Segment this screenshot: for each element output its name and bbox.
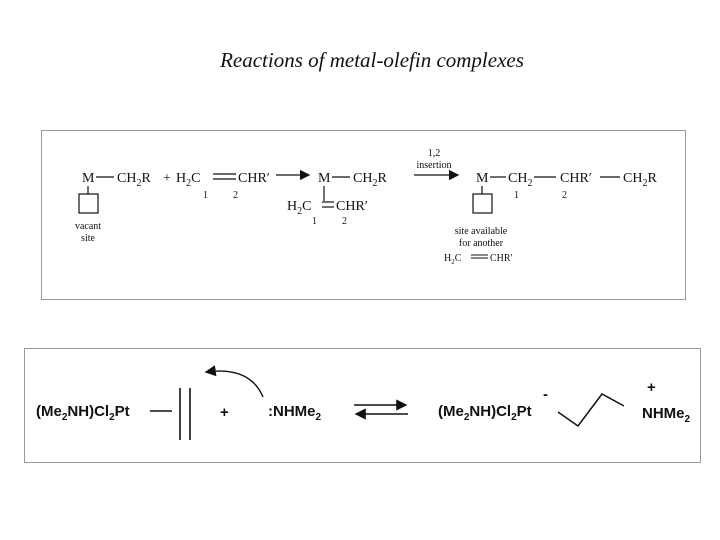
reactant-alkyl-group: CH2R [117, 171, 151, 189]
scheme2-plus: + [220, 404, 229, 421]
pt-reactant: (Me2NH)Cl2Pt [36, 403, 130, 423]
olefin-carbon-2: 2 [233, 190, 238, 201]
vacant-site-box [78, 193, 99, 214]
intermediate-carbon-1: 1 [312, 216, 317, 227]
product-ch2: CH2 [508, 171, 532, 189]
product-metal-label: M [476, 171, 489, 186]
nucleophilic-attack-arrow [204, 365, 264, 398]
ethylene-chain [557, 393, 625, 428]
site-label-line1: site available [455, 226, 508, 237]
olefin-carbon-1: 1 [203, 190, 208, 201]
step-label-line2: insertion [417, 160, 452, 171]
step-label-line1: 1,2 [428, 148, 441, 159]
product-carbon-1: 1 [514, 190, 519, 201]
nitrogen-positive-charge: + [647, 379, 656, 396]
site-olefin-chr: CHR′ [490, 253, 513, 264]
intermediate-olefin-chr: CHR′ [336, 199, 368, 214]
product-chr: CHR′ [560, 171, 592, 186]
intermediate-olefin-ch2: H2C [287, 199, 311, 217]
olefin-ch2: H2C [176, 171, 200, 189]
vacant-site-label-line2: site [81, 233, 95, 244]
page-title: Reactions of metal-olefin complexes [220, 48, 524, 72]
pt-product: (Me2NH)Cl2Pt [438, 403, 532, 423]
reactant-metal-label: M [82, 171, 95, 186]
dimethylamine: :NHMe2 [268, 403, 322, 423]
intermediate-carbon-2: 2 [342, 216, 347, 227]
intermediate-metal-label: M [318, 171, 331, 186]
olefin-chr: CHR′ [238, 171, 270, 186]
available-site-box [472, 193, 493, 214]
vacant-site-label-line1: vacant [75, 221, 101, 232]
pt-negative-charge: - [543, 386, 548, 403]
ammonium-group: NHMe2 [642, 405, 691, 425]
product-end-group: CH2R [623, 171, 657, 189]
insertion-scheme-panel [41, 130, 686, 300]
intermediate-alkyl-group: CH2R [353, 171, 387, 189]
product-carbon-2: 2 [562, 190, 567, 201]
site-label-line2: for another [459, 238, 504, 249]
site-olefin-ch2: H2C [444, 253, 462, 266]
scheme1-plus: + [163, 171, 171, 186]
